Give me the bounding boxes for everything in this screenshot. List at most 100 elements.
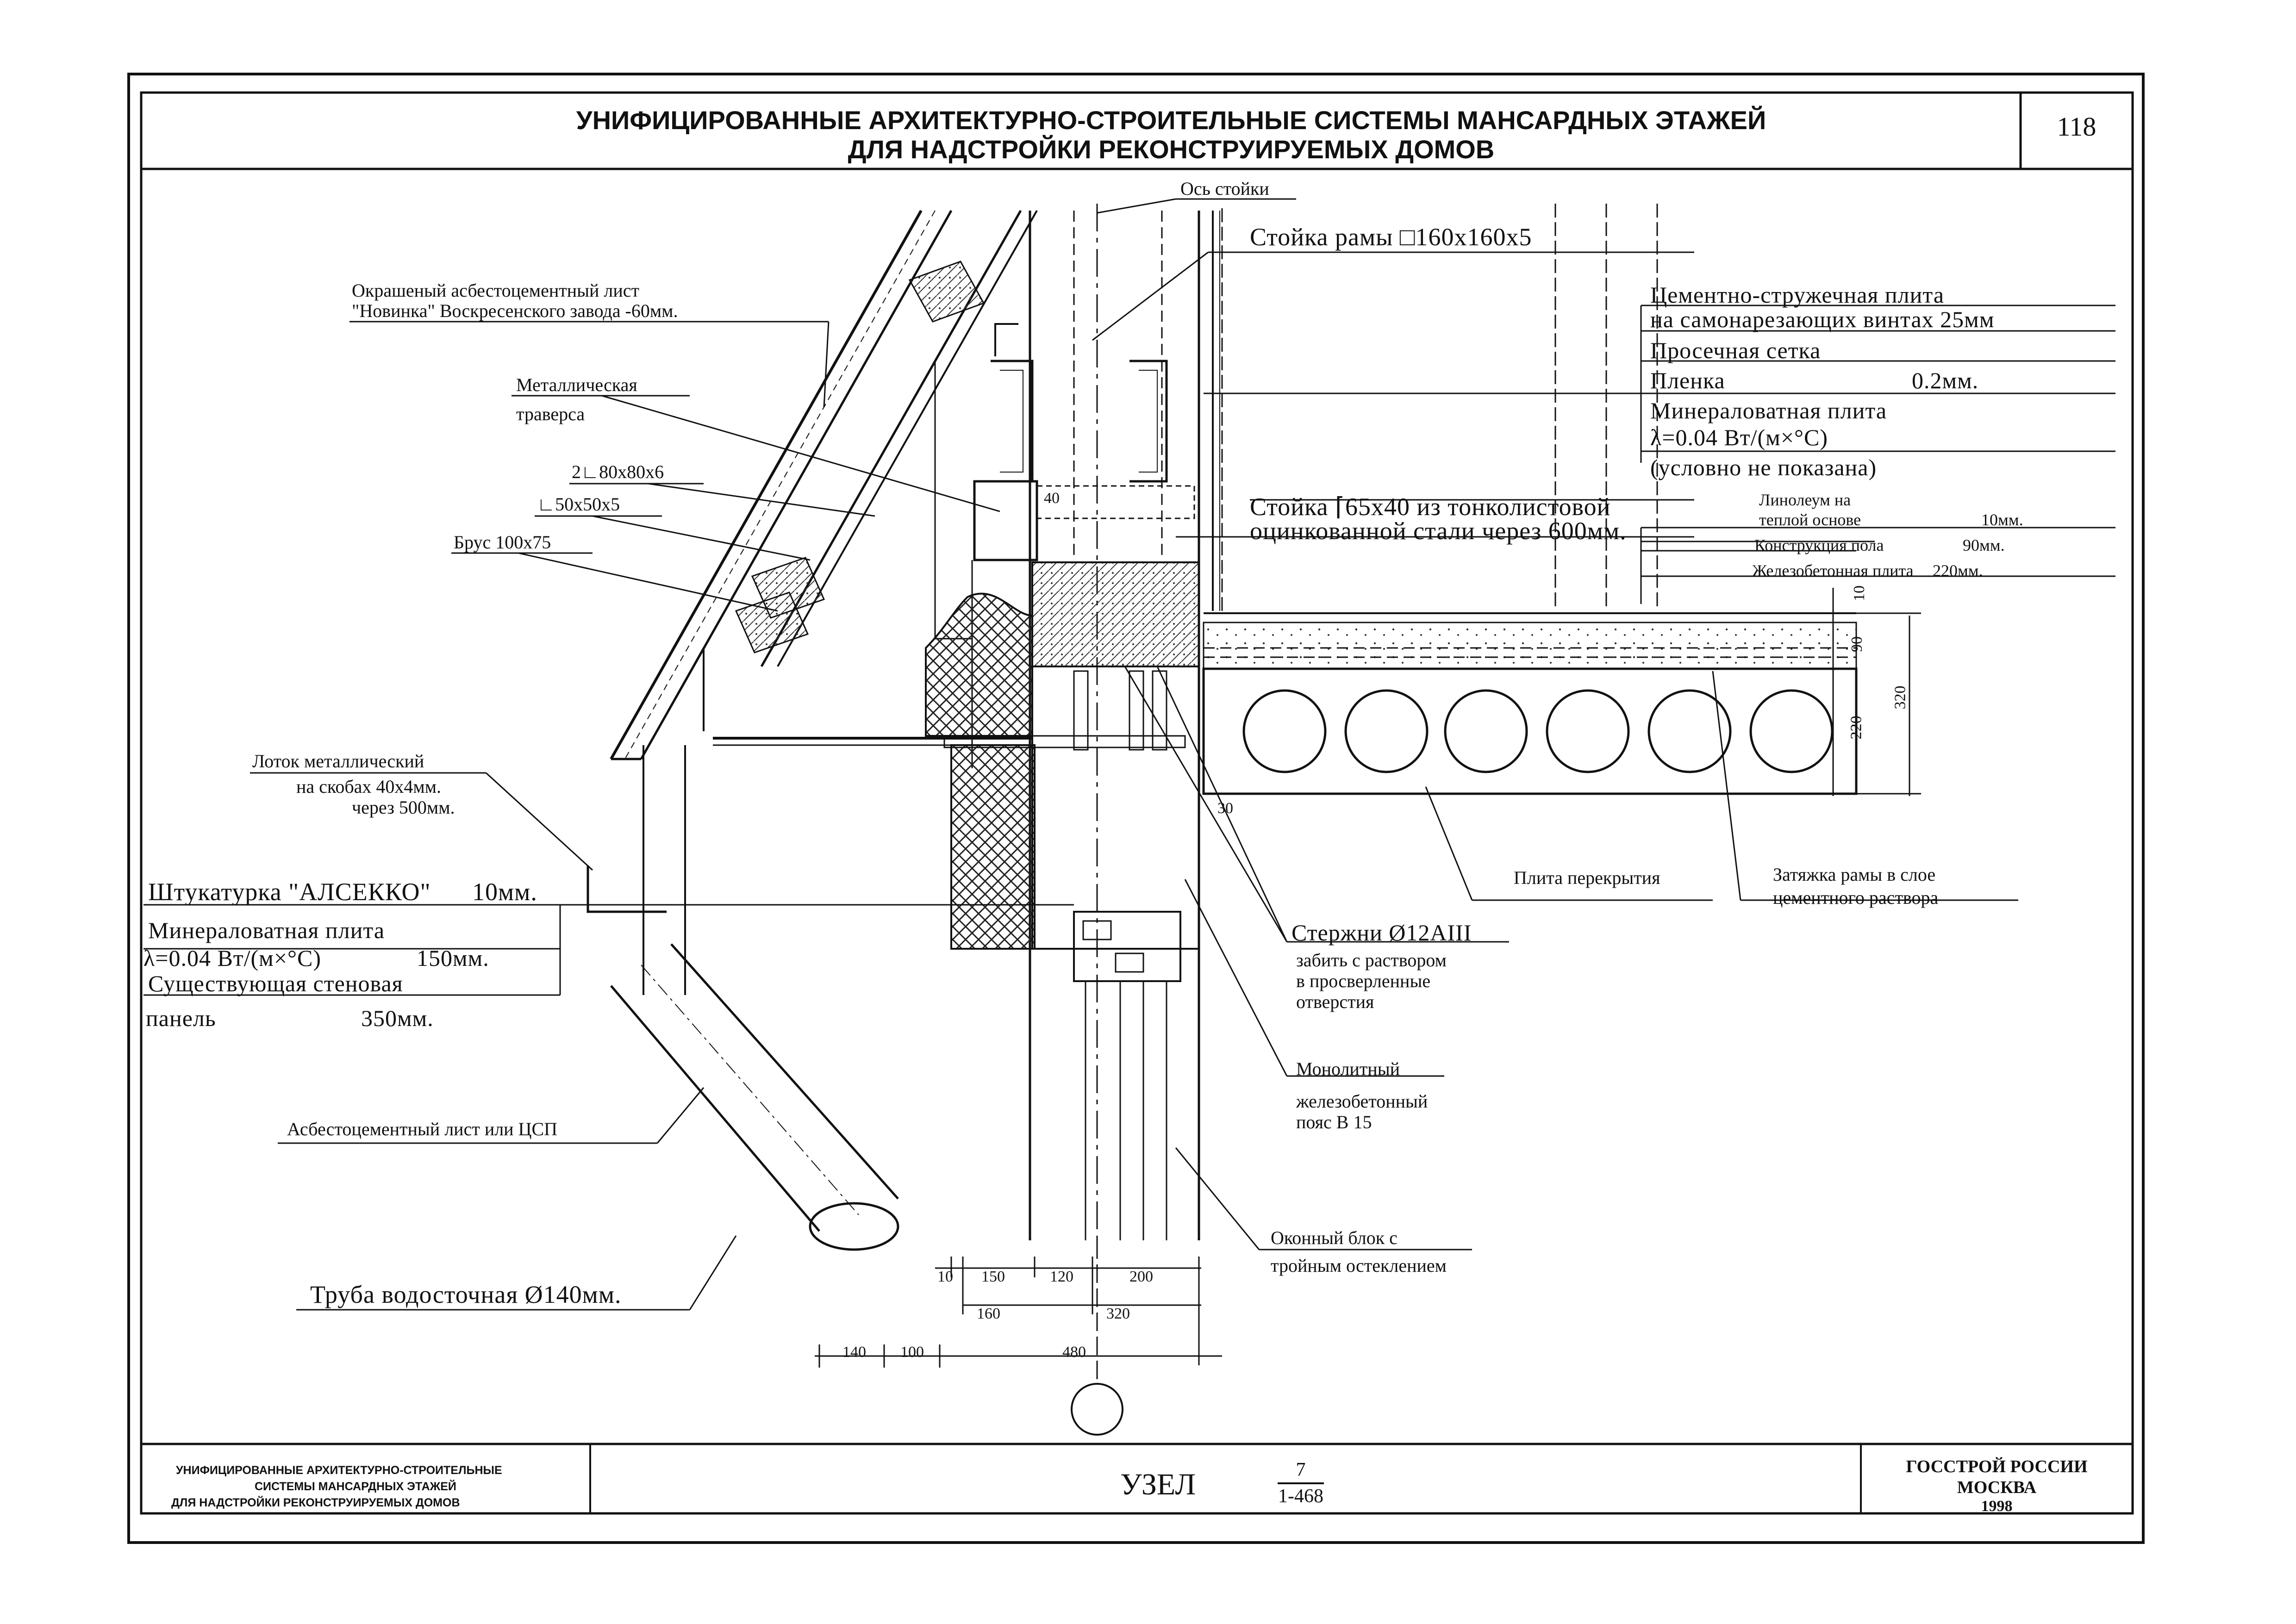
label-steel-post-1: Стойка ⌈65х40 из тонколистовой [1250, 493, 1611, 521]
dim-b150: 150 [981, 1268, 1005, 1285]
label-asbestos-or-csp: Асбестоцементный лист или ЦСП [287, 1119, 558, 1139]
label-window-1: Оконный блок с [1271, 1227, 1398, 1248]
label-tie-1: Затяжка рамы в слое [1773, 864, 1936, 885]
dim-b120: 120 [1050, 1268, 1073, 1285]
label-monolith-1: Монолитный [1296, 1058, 1400, 1079]
label-beam: Брус 100х75 [454, 532, 551, 553]
frame-post [1029, 204, 1220, 1240]
window-block [1073, 911, 1181, 1240]
dim-v90: 90 [1848, 636, 1866, 652]
label-film: Пленка [1650, 367, 1725, 393]
node-sheet: 1-468 [1278, 1486, 1323, 1507]
title-block-left-1: УНИФИЦИРОВАННЫЕ АРХИТЕКТУРНО-СТРОИТЕЛЬНЫ… [176, 1464, 502, 1477]
dim-b320: 320 [1106, 1305, 1130, 1322]
dim-40: 40 [1044, 490, 1060, 507]
label-csp-1: Цементно-стружечная плита [1650, 282, 1945, 308]
node-number: 7 [1296, 1459, 1306, 1481]
dim-b10: 10 [937, 1268, 953, 1285]
label-floor-slab: Плита перекрытия [1514, 867, 1660, 888]
label-linoleum-value: 10мм. [1981, 510, 2023, 529]
label-traverse-1: Металлическая [516, 374, 637, 395]
label-asbestos-sheet-1: Окрашеный асбестоцементный лист [352, 280, 639, 301]
dim-b100: 100 [900, 1344, 924, 1361]
floor-slab [1202, 204, 1858, 795]
label-linoleum-2: теплой основе [1759, 510, 1861, 529]
inner-frame [140, 91, 2134, 1515]
title-block-left-2: СИСТЕМЫ МАНСАРДНЫХ ЭТАЖЕЙ [255, 1480, 456, 1493]
dim-b160: 160 [977, 1305, 1000, 1322]
org-name: ГОССТРОЙ РОССИИ [1906, 1457, 2088, 1476]
rods [1073, 670, 1167, 751]
leader-lines [144, 198, 2115, 1311]
label-gutter-2: на скобах 40х4мм. [296, 776, 442, 797]
label-monolith-3: пояс В 15 [1296, 1112, 1372, 1132]
label-gutter-3: через 500мм. [352, 797, 455, 818]
label-csp-2: на самонарезающих винтах 25мм [1650, 306, 1995, 332]
header-title-line1: УНИФИЦИРОВАННЫЕ АРХИТЕКТУРНО-СТРОИТЕЛЬНЫ… [576, 106, 1766, 135]
outer-frame [127, 73, 2145, 1544]
org-year: 1998 [1981, 1498, 2013, 1515]
dim-b140: 140 [842, 1344, 866, 1361]
gutter [586, 737, 1032, 995]
label-film-value: 0.2мм. [1912, 367, 1979, 393]
timber-block-upper [908, 261, 985, 323]
traverse-plate [973, 480, 1038, 561]
dim-v10: 10 [1851, 585, 1868, 601]
roof-slope [610, 210, 1038, 760]
label-rods-2: забить с раствором [1296, 950, 1447, 971]
label-angle-l: ∟50х50х5 [537, 494, 620, 515]
label-rc-slab: Железобетонная плита [1752, 561, 1914, 580]
label-downpipe: Труба водосточная Ø140мм. [310, 1281, 622, 1308]
label-rods-3: в просверленные [1296, 971, 1431, 991]
header-title-line2: ДЛЯ НАДСТРОЙКИ РЕКОНСТРУИРУЕМЫХ ДОМОВ [848, 135, 1495, 164]
label-mineral-3: (условно не показана) [1650, 454, 1877, 480]
label-plaster-value: 10мм. [472, 878, 537, 906]
label-existing-panel-value: 350мм. [361, 1005, 434, 1031]
steel-channels [991, 323, 1168, 483]
node-fraction-bar [1278, 1482, 1324, 1484]
label-plaster: Штукатурка "АЛСЕККО" [148, 878, 431, 906]
label-rc-slab-value: 220мм. [1933, 561, 1983, 580]
label-linoleum-1: Линолеум на [1759, 491, 1851, 509]
dim-v320: 320 [1891, 685, 1909, 709]
label-monolith-2: железобетонный [1296, 1091, 1428, 1112]
label-existing-panel-2: панель [146, 1005, 216, 1031]
dim-b480: 480 [1062, 1344, 1086, 1361]
dim-30: 30 [1217, 800, 1233, 817]
org-city: МОСКВА [1957, 1478, 2037, 1497]
insulation-upper [925, 592, 1033, 737]
label-frame-post: Стойка рамы □160х160х5 [1250, 223, 1532, 251]
label-angle-2l: 2∟80х80х6 [572, 461, 664, 482]
title-block-left-3: ДЛЯ НАДСТРОЙКИ РЕКОНСТРУИРУЕМЫХ ДОМОВ [171, 1496, 460, 1509]
label-steel-post-2: оцинкованной стали через 600мм. [1250, 517, 1627, 545]
label-wall-mineral-value: 150мм. [417, 945, 489, 971]
label-floor-construction-value: 90мм. [1963, 536, 2005, 554]
insulation-wall [950, 744, 1036, 950]
label-asbestos-sheet-2: "Новинка" Воскресенского завода -60мм. [352, 300, 678, 321]
label-post-axis: Ось стойки [1180, 178, 1269, 199]
dim-v220: 220 [1847, 716, 1865, 740]
label-window-2: тройным остеклением [1271, 1255, 1447, 1276]
node-word: УЗЕЛ [1120, 1468, 1196, 1501]
label-traverse-2: траверса [516, 404, 585, 424]
label-tie-2: цементного раствора [1773, 887, 1939, 908]
timber-block-lower [735, 557, 825, 653]
label-gutter-1: Лоток металлический [252, 751, 424, 772]
sheet-number: 118 [2057, 112, 2096, 142]
label-mesh: Просечная сетка [1650, 337, 1821, 363]
label-floor-construction: Конструкция пола [1754, 536, 1884, 554]
label-existing-panel-1: Существующая стеновая [148, 971, 403, 996]
label-rods-4: отверстия [1296, 991, 1374, 1012]
label-wall-mineral-1: Минераловатная плита [148, 917, 385, 943]
slab-voids [1242, 689, 1834, 773]
dim-b200: 200 [1129, 1268, 1153, 1285]
label-rods-1: Стержни Ø12АIII [1292, 920, 1472, 946]
label-wall-mineral-2: λ=0.04 Вт/(м×°С) [144, 945, 322, 971]
downpipe [610, 943, 899, 1251]
label-mineral-2: λ=0.04 Вт/(м×°С) [1650, 424, 1828, 450]
bottom-dims [815, 1240, 1222, 1436]
vertical-dims [1819, 588, 1921, 796]
label-mineral-1: Минераловатная плита [1650, 398, 1887, 423]
monolithic-belt [1031, 561, 1200, 667]
